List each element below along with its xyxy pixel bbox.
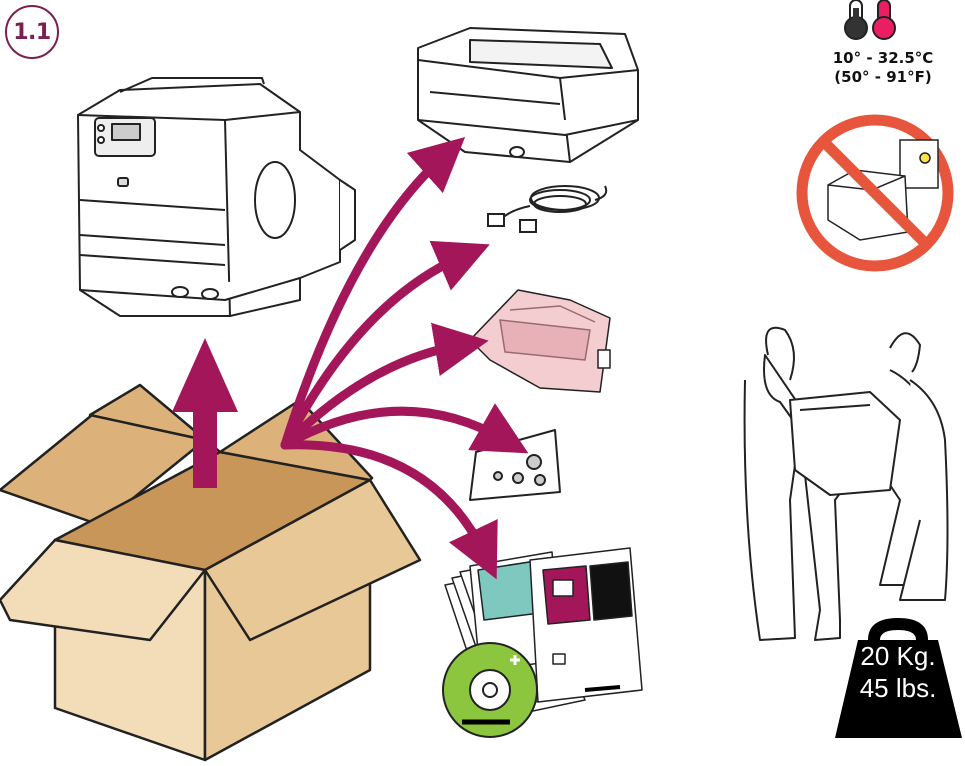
toner-cartridge-bag-icon (470, 290, 610, 392)
no-direct-sunlight-icon (802, 120, 948, 266)
temperature-fahrenheit: (50° - 91°F) (818, 68, 948, 87)
weight-pounds: 45 lbs. (835, 672, 961, 704)
weight-kilograms: 20 Kg. (835, 640, 961, 672)
operating-temperature: 10° - 32.5°C (50° - 91°F) (818, 49, 948, 87)
paper-tray-icon (418, 28, 638, 162)
thermometer-hot-icon (873, 0, 895, 39)
two-person-lift-icon (745, 328, 948, 640)
control-panel-overlay-icon (470, 430, 560, 500)
power-cord-icon (488, 186, 606, 232)
printer-icon (78, 78, 355, 316)
step-number-badge: 1.1 (5, 5, 59, 59)
step-number: 1.1 (13, 20, 50, 45)
thermometer-cold-icon (845, 0, 867, 39)
printer-weight: 20 Kg. 45 lbs. (835, 640, 961, 704)
temperature-celsius: 10° - 32.5°C (818, 49, 948, 68)
cd-rom-icon (443, 643, 537, 737)
